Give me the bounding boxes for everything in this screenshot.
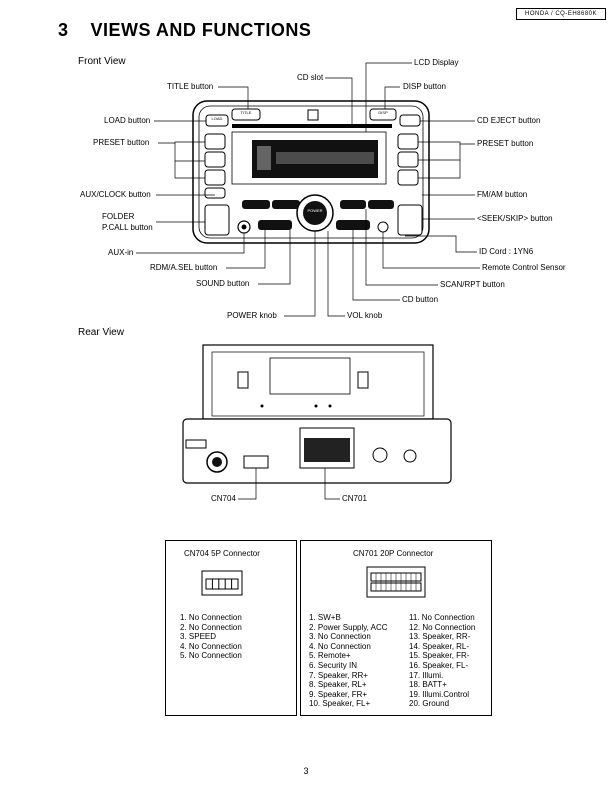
cn704-panel: CN704 5P Connector 1. No Connection 2. N… (165, 540, 297, 716)
label-preset-right: PRESET button (477, 139, 534, 148)
list-item: 20. Ground (409, 699, 450, 709)
list-item: 11. No Connection (409, 613, 475, 622)
label-power-knob: POWER knob (227, 311, 277, 320)
label-lcd-display: LCD Display (414, 58, 459, 67)
label-disp-button: DISP button (403, 82, 446, 91)
section-title-text: VIEWS AND FUNCTIONS (90, 20, 312, 40)
cn704-title: CN704 5P Connector (184, 549, 260, 558)
front-view-heading: Front View (78, 56, 126, 67)
page-number: 3 (303, 766, 309, 776)
label-cd-slot: CD slot (297, 73, 324, 82)
cn701-pin-list-right: 11. No Connection 12. No Connection 13. … (409, 613, 475, 709)
label-title-button: TITLE button (167, 82, 214, 91)
list-item: 4. No Connection (180, 641, 242, 651)
cn701-panel: CN701 20P Connector 1. SW+B 2. Power Sup… (300, 540, 492, 716)
label-sound-button: SOUND button (196, 279, 250, 288)
label-aux-clock-button: AUX/CLOCK button (80, 190, 151, 199)
list-item: 2. No Connection (180, 622, 242, 632)
list-item: 14. Speaker, RL- (409, 641, 470, 651)
cn701-title: CN701 20P Connector (353, 549, 434, 558)
list-item: 1. No Connection (180, 613, 242, 622)
list-item: 10. Speaker, FL+ (309, 699, 371, 709)
unit-load-label: LOAD (211, 116, 223, 121)
list-item: 7. Speaker, RR+ (309, 670, 368, 680)
label-cd-button: CD button (402, 295, 439, 304)
label-preset-left: PRESET button (93, 138, 150, 147)
label-remote-sensor: Remote Control Sensor (482, 263, 566, 272)
label-id-cord: ID Cord : 1YN6 (479, 247, 534, 256)
list-item: 19. Illumi.Control (409, 689, 470, 699)
list-item: 13. Speaker, RR- (409, 632, 471, 642)
list-item: 16. Speaker, FL- (409, 660, 469, 670)
list-item: 17. Illumi. (409, 670, 444, 680)
list-item: 15. Speaker, FR- (409, 651, 470, 661)
label-load-button: LOAD button (104, 116, 151, 125)
label-scan-rpt-button: SCAN/RPT button (440, 280, 505, 289)
cn701-pin-list-left: 1. SW+B 2. Power Supply, ACC 3. No Conne… (309, 613, 388, 709)
label-fm-am-button: FM/AM button (477, 190, 528, 199)
list-item: 8. Speaker, RL+ (309, 680, 367, 690)
list-item: 6. Security IN (309, 660, 358, 670)
list-item: 3. SPEED (180, 632, 217, 642)
list-item: 9. Speaker, FR+ (309, 689, 368, 699)
list-item: 5. No Connection (180, 651, 242, 661)
cn704-pin-list: 1. No Connection 2. No Connection 3. SPE… (180, 613, 242, 661)
label-folder-recall-2: P.CALL button (102, 223, 153, 232)
list-item: 18. BATT+ (409, 680, 447, 690)
list-item: 2. Power Supply, ACC (309, 622, 388, 632)
unit-disp-label: DISP (378, 110, 388, 115)
cn704-connector-icon (201, 570, 243, 596)
section-title: 3 VIEWS AND FUNCTIONS (58, 20, 311, 41)
rear-view-heading: Rear View (78, 327, 124, 338)
label-seek-skip-button: <SEEK/SKIP> button (477, 214, 553, 223)
section-number: 3 (58, 20, 69, 40)
list-item: 12. No Connection (409, 622, 476, 632)
list-item: 1. SW+B (309, 613, 341, 622)
label-rdm-asel-button: RDM/A.SEL button (150, 263, 218, 272)
label-vol-knob: VOL knob (347, 311, 383, 320)
unit-power-label: POWER (307, 208, 323, 213)
label-aux-in: AUX-in (108, 248, 134, 257)
label-folder-recall-1: FOLDER (102, 212, 135, 221)
unit-title-label: TITLE (240, 110, 252, 115)
model-tag: HONDA / CQ-EH8680K (516, 8, 606, 20)
label-cd-eject-button: CD EJECT button (477, 116, 541, 125)
cn701-connector-icon (366, 566, 426, 598)
list-item: 3. No Connection (309, 632, 371, 642)
list-item: 4. No Connection (309, 641, 371, 651)
label-cn701: CN701 (342, 494, 367, 503)
label-cn704: CN704 (211, 494, 236, 503)
list-item: 5. Remote+ (309, 651, 351, 661)
